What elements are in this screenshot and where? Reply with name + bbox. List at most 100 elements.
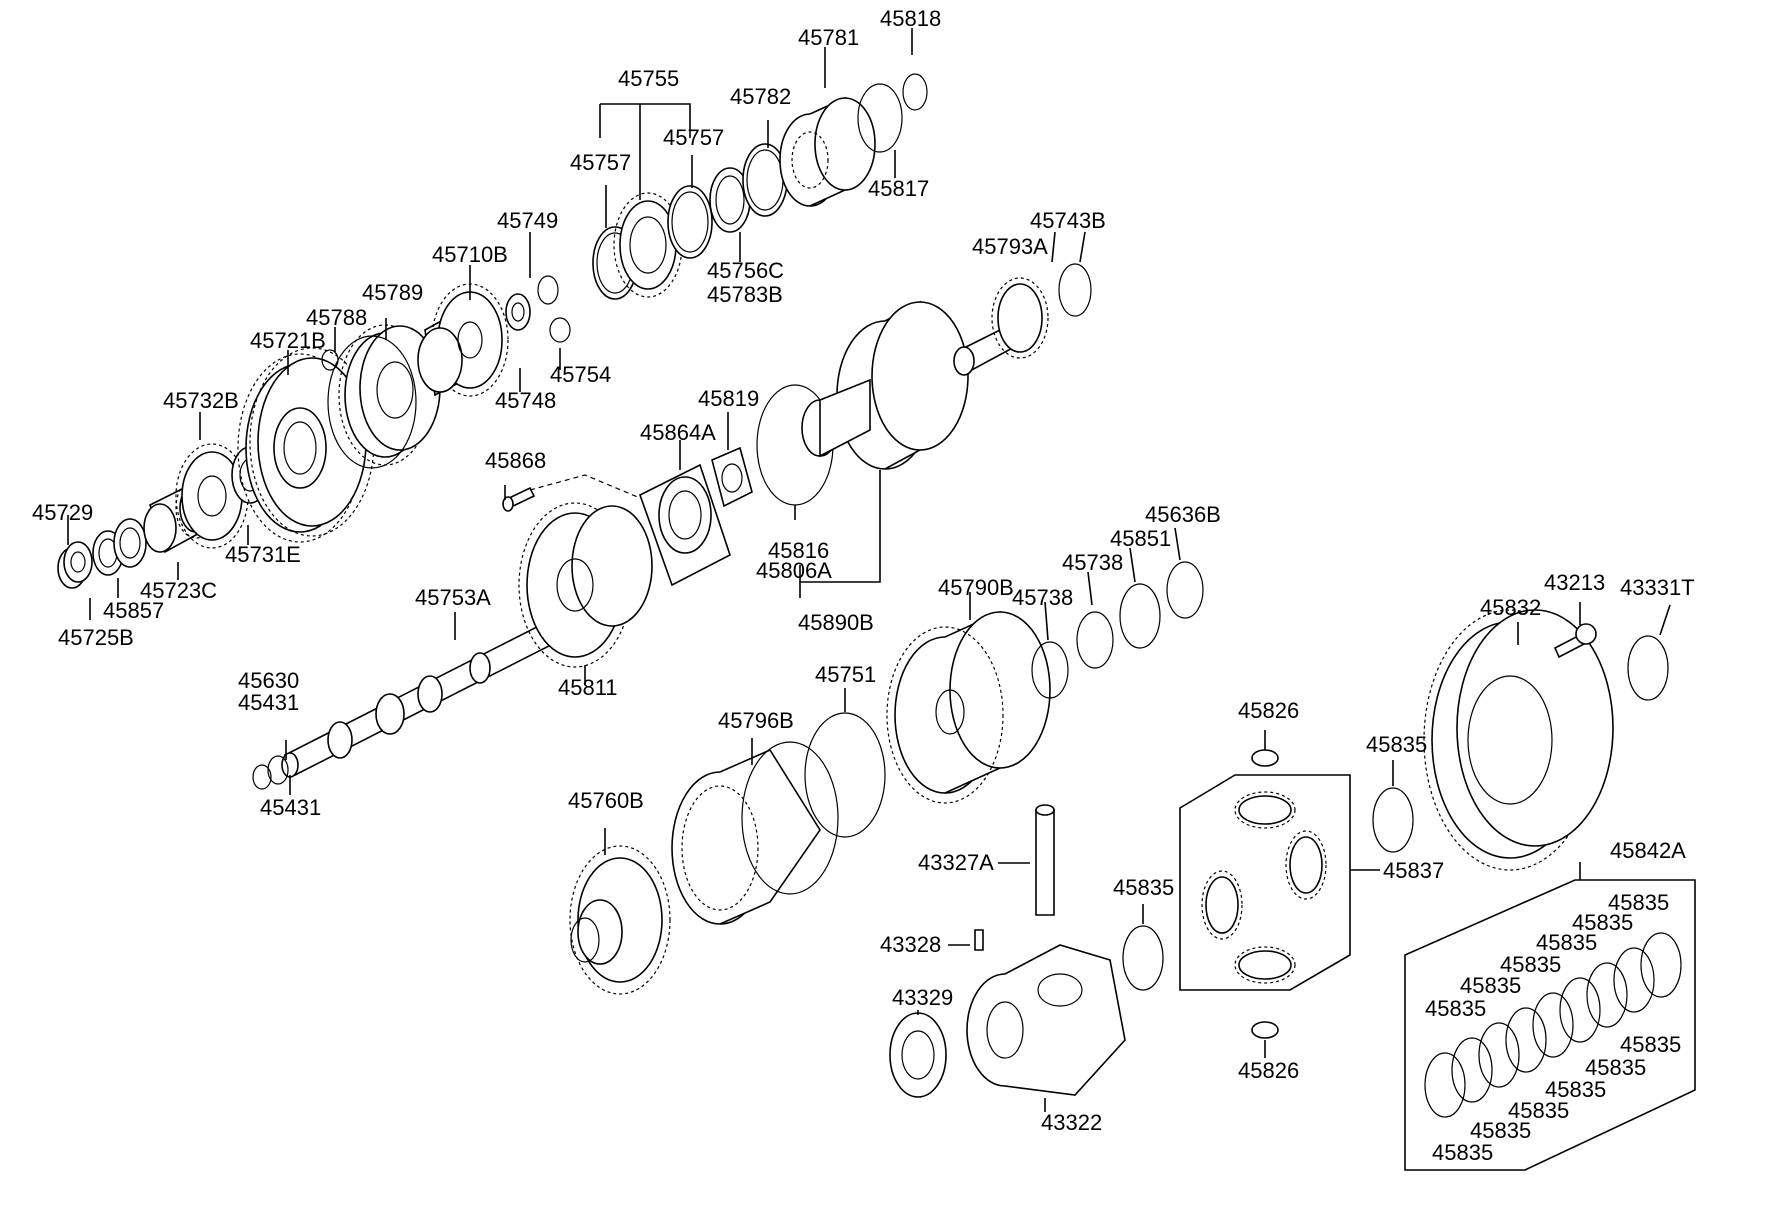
part-45781-sleeve — [779, 96, 876, 207]
label-45868: 45868 — [485, 448, 546, 473]
label-45817: 45817 — [868, 176, 929, 201]
label-shim-5: 45835 — [1460, 973, 1521, 998]
part-45790b-drum — [886, 610, 1051, 804]
label-43322: 43322 — [1041, 1110, 1102, 1135]
label-shim-6: 45835 — [1425, 996, 1486, 1021]
part-45721b-gear — [237, 347, 375, 543]
label-45789: 45789 — [362, 280, 423, 305]
label-45819: 45819 — [698, 386, 759, 411]
label-45835-a: 45835 — [1366, 732, 1427, 757]
label-shim-11: 45835 — [1470, 1118, 1531, 1143]
label-shim-9: 45835 — [1545, 1077, 1606, 1102]
label-45783b: 45783B — [707, 282, 783, 307]
part-45835-shim-b — [1122, 925, 1164, 991]
part-45793a-gear-shaft — [953, 277, 1049, 376]
label-shim-10: 45835 — [1508, 1098, 1569, 1123]
upper-shaft-assembly — [57, 73, 928, 589]
part-43213-bolt — [1553, 623, 1597, 659]
part-45757-ring-b — [667, 185, 713, 259]
part-45738-ring-a — [1031, 641, 1069, 699]
label-45748: 45748 — [495, 388, 556, 413]
label-45796b: 45796B — [718, 708, 794, 733]
part-45431-ring — [267, 755, 289, 785]
label-45811: 45811 — [558, 675, 618, 700]
label-45743b: 45743B — [1030, 208, 1106, 233]
label-45806a: 45806A — [756, 558, 832, 583]
part-45756c-ring — [709, 167, 751, 233]
label-45732b: 45732B — [163, 388, 239, 413]
label-45790b: 45790B — [938, 575, 1014, 600]
label-45636b: 45636B — [1145, 502, 1221, 527]
label-45710b: 45710B — [432, 242, 508, 267]
label-shim-2: 45835 — [1572, 910, 1633, 935]
label-43331t: 43331T — [1620, 575, 1695, 600]
part-45636b-ring — [1166, 561, 1204, 619]
label-shim-3: 45835 — [1536, 930, 1597, 955]
part-45835-shim-a — [1372, 787, 1414, 853]
middle-shaft-assembly — [252, 263, 1092, 790]
label-45756c: 45756C — [707, 258, 784, 283]
part-45743b-ring — [1058, 263, 1092, 317]
label-45890b: 45890B — [798, 610, 874, 635]
bolt-guide-line — [529, 474, 641, 499]
label-45816: 45816 — [768, 538, 829, 563]
label-45842a: 45842A — [1610, 838, 1686, 863]
label-45793a: 45793A — [972, 234, 1048, 259]
part-45811-gear — [518, 502, 653, 668]
label-45857: 45857 — [103, 598, 164, 623]
part-45826-washer-top — [1251, 749, 1279, 767]
label-45751: 45751 — [815, 662, 876, 687]
part-labels: 45818 45781 45755 45782 45757 45757 4581… — [32, 6, 1695, 1165]
part-43329-bearing — [889, 1012, 947, 1098]
part-45760b-gear — [569, 845, 671, 995]
label-43329: 43329 — [892, 985, 953, 1010]
part-45749-snap-ring — [537, 275, 559, 305]
label-45630: 45630 — [238, 668, 299, 693]
part-45868-bolt — [502, 486, 536, 512]
part-43331t-shim — [1627, 635, 1669, 701]
label-shim-7: 45835 — [1620, 1032, 1681, 1057]
label-shim-4: 45835 — [1500, 952, 1561, 977]
label-43213: 43213 — [1544, 570, 1605, 595]
leader-lines — [67, 28, 1671, 1112]
part-45842a-shims — [1424, 932, 1682, 1118]
lower-assembly — [569, 561, 1204, 995]
part-45842a-box — [1404, 879, 1696, 1171]
part-43322-case — [966, 944, 1126, 1096]
label-45837: 45837 — [1383, 858, 1444, 883]
label-45431-a: 45431 — [238, 690, 299, 715]
label-43327a: 43327A — [918, 850, 994, 875]
part-45738-ring-b — [1076, 611, 1114, 669]
label-45826-b: 45826 — [1238, 1058, 1299, 1083]
part-45818-snap-ring — [902, 73, 928, 111]
differential-assembly — [889, 609, 1696, 1171]
part-45729-bearing — [113, 518, 147, 568]
label-45760b: 45760B — [568, 788, 644, 813]
part-45710b-gear — [417, 283, 509, 397]
label-45721b: 45721B — [250, 328, 326, 353]
label-45753a: 45753A — [415, 585, 491, 610]
label-45725b: 45725B — [58, 625, 134, 650]
label-45826-a: 45826 — [1238, 698, 1299, 723]
part-45864a-retainer — [639, 463, 731, 587]
label-45738-a: 45738 — [1062, 550, 1123, 575]
label-45818: 45818 — [880, 6, 941, 31]
part-45796b-drum — [671, 741, 839, 925]
label-45755: 45755 — [618, 66, 679, 91]
label-45723c: 45723C — [140, 578, 217, 603]
part-45819-nut — [711, 446, 753, 508]
label-45757-b: 45757 — [663, 125, 724, 150]
label-43328: 43328 — [880, 932, 941, 957]
part-45837-box — [1179, 774, 1351, 991]
part-45725b-nut — [57, 541, 93, 589]
label-45864a: 45864A — [640, 420, 716, 445]
label-45781: 45781 — [798, 25, 859, 50]
label-45835-b: 45835 — [1113, 875, 1174, 900]
label-45851: 45851 — [1110, 526, 1171, 551]
label-45729: 45729 — [32, 500, 93, 525]
label-45757-a: 45757 — [570, 150, 631, 175]
part-45754-snap-ring — [549, 317, 571, 343]
label-shim-8: 45835 — [1585, 1055, 1646, 1080]
part-45806a-carrier — [801, 300, 969, 470]
